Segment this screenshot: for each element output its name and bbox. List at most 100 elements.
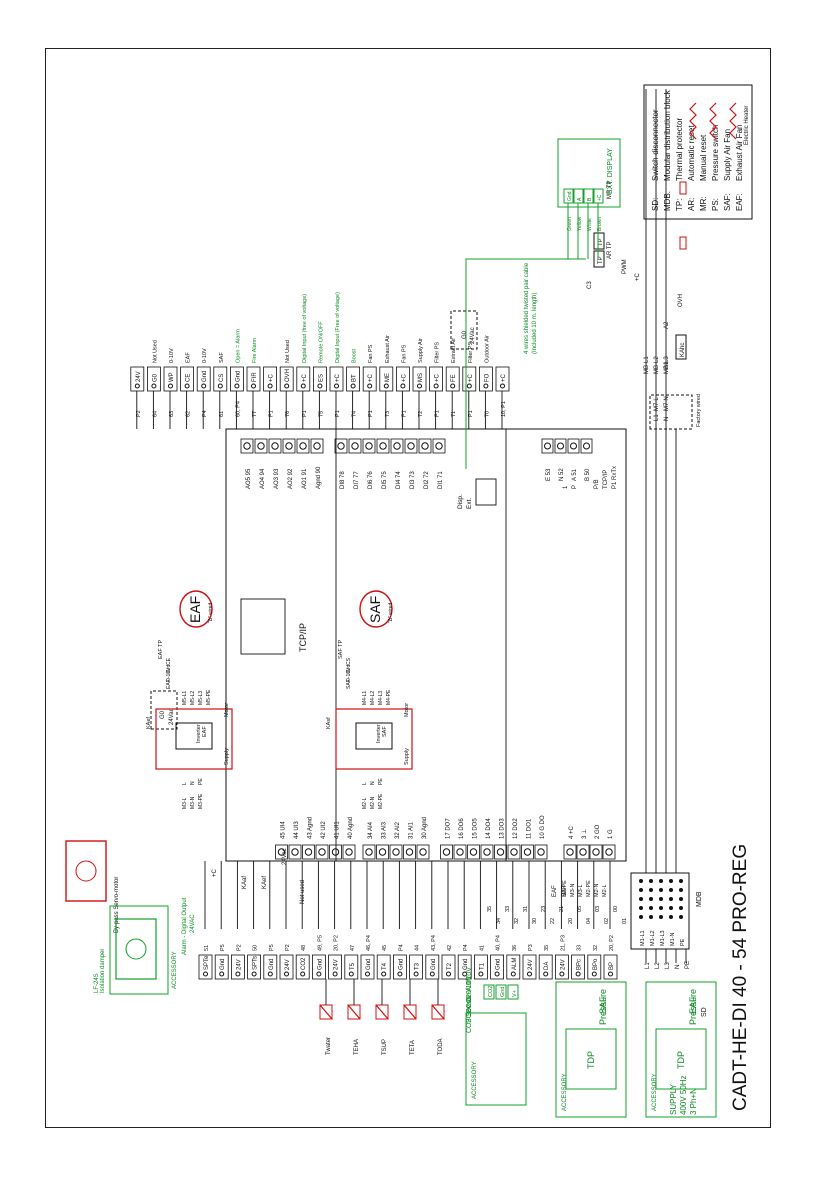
top-terminal-desc: Fan PS (401, 344, 407, 363)
comm-label: TCP/IP (603, 470, 609, 489)
legend-abbr: SAF: (723, 193, 732, 211)
top-terminal-screw (251, 383, 256, 389)
fan-io-label: EAF (166, 679, 172, 689)
bottom-terminal-pin: Gnd (431, 959, 437, 970)
tdp-saf-box (555, 981, 627, 1118)
top-terminal-screw (134, 383, 140, 389)
bottom-terminal-num: 43, P4 (431, 935, 437, 951)
bottom-terminal-num: 49, P5 (317, 935, 323, 951)
do-screw (496, 848, 505, 856)
top-terminal-box (478, 366, 493, 392)
g0-bottom-label: G0 (160, 710, 166, 719)
ui-terminal (275, 844, 288, 860)
tdp-eaf-device (655, 1028, 707, 1090)
di-terminal (432, 438, 446, 454)
g0-box-bottom: G0 24Vac (150, 690, 178, 730)
co2-label-1: SCO2-A 0/10V (466, 967, 473, 1013)
supply-text: SUPPLY (669, 1083, 678, 1115)
co2-box (465, 1012, 527, 1106)
bottom-ma-label: 04 (586, 918, 592, 924)
bottom-ma-label: 00 (613, 906, 619, 912)
factory-label: Factory wired (696, 394, 702, 427)
bottom-terminal-num: 20, P2 (609, 935, 615, 951)
bus-label: N 52 (559, 468, 565, 481)
bottom-terminal-box (311, 954, 326, 980)
bus-terminal (580, 438, 593, 454)
mdb-dot (679, 915, 683, 919)
bottom-terminal-box (214, 954, 229, 980)
bottom-terminal-num: 21, P3 (560, 935, 566, 951)
ui-screw (345, 848, 353, 856)
bottom-terminal-box (522, 954, 537, 980)
fan-supply-m: M3-L (182, 797, 188, 809)
top-terminal-pin: FO (484, 373, 490, 382)
top-terminal-screw (300, 383, 306, 389)
fan-io-label: CE (166, 657, 172, 665)
mdb-label: MDB (696, 891, 703, 907)
top-terminal-box (379, 366, 394, 392)
ai-label: 30 Agnd (422, 817, 428, 839)
fan-io-label: SAF (346, 679, 352, 689)
top-terminal-num: 76 (285, 411, 291, 417)
supply-phase-label: L2 (655, 962, 661, 969)
ai-terminal (376, 844, 389, 860)
sensor-slash (403, 1004, 417, 1020)
top-terminal-screw (483, 383, 489, 389)
bottom-terminal-pin: SPTe (204, 955, 210, 970)
ao-label: AO1 91 (302, 468, 308, 489)
bottom-terminal-num: 41 (479, 945, 485, 951)
heater-fuse-1 (679, 181, 687, 195)
fan-tp: SAF TP (338, 640, 344, 659)
di-screw (407, 442, 415, 450)
top-terminal-num: P1 (269, 410, 275, 417)
di-label: DI3 73 (410, 471, 416, 489)
top-terminal-pin: MS (418, 373, 424, 382)
top-terminal-num: 74 (352, 411, 358, 417)
rotated-drawing: CADT-HE-DI 40 - 54 PRO-REG SD:Switch-dis… (46, 49, 770, 1127)
bottom-ma-label: 21 (559, 906, 565, 912)
bottom-terminal-box (198, 954, 213, 980)
mdb-dot (639, 879, 643, 883)
bottom-terminal-screw (527, 971, 532, 977)
do-terminal (534, 844, 548, 860)
top-terminal-num: 72 (418, 411, 424, 417)
top-terminal-screw (334, 383, 339, 389)
top-terminal-desc: Fan PS (368, 344, 374, 363)
top-terminal-box (495, 366, 510, 392)
fan-m-label: M4-PE (386, 689, 392, 705)
fan-io-label: 0-10V (346, 667, 352, 681)
isolation-accessory-box (109, 905, 169, 995)
bottom-terminal-num: P4 (463, 944, 469, 951)
top-terminal-screw (217, 383, 223, 389)
heater-fuse-2 (679, 236, 687, 250)
fan-name-circle (179, 590, 213, 628)
bottom-terminal-num: P2 (236, 944, 242, 951)
bottom-terminal-num: 35 (544, 945, 550, 951)
sensor-slash (431, 1004, 445, 1020)
ui-label: 42 UI2 (321, 821, 327, 839)
mdb-dot (669, 888, 673, 892)
ar-tp-label: AR TP (607, 241, 613, 259)
bottom-terminal-num: P4 (398, 944, 404, 951)
legend-abbr: MR: (699, 196, 708, 211)
drawing-frame: CADT-HE-DI 40 - 54 PRO-REG SD:Switch-dis… (45, 48, 771, 1128)
top-terminal-desc: SAF (219, 352, 225, 363)
bottom-terminal-screw (446, 971, 451, 977)
bypass-servo-icon (75, 860, 97, 882)
top-terminal-num: 75 (318, 411, 324, 417)
bottom-terminal-screw (397, 971, 403, 977)
bottom-ma-label: 33 (505, 906, 511, 912)
top-terminal-num: 10, P1 (501, 401, 507, 417)
mdb-dot (649, 915, 653, 919)
m7l-label: M7-L (654, 397, 660, 411)
ext-display-title: EXT. DISPLAY (607, 148, 614, 194)
bottom-terminal-box (376, 954, 391, 980)
top-terminal-desc: Filter PS (468, 342, 474, 363)
bottom-terminal-box (279, 954, 294, 980)
sensor-label: Twater (326, 1037, 332, 1055)
fan-tp: EAF TP (158, 640, 164, 659)
